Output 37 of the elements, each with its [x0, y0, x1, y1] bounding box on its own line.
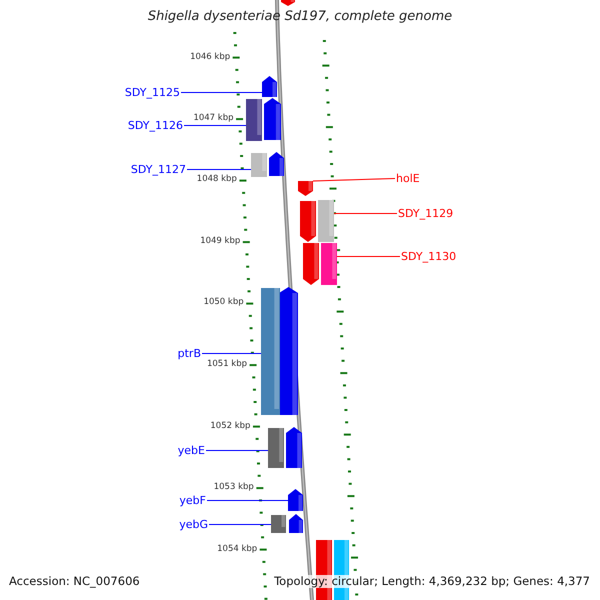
gene-label: SDY_1125 [124, 86, 180, 99]
leader-line [206, 450, 268, 451]
scale-label: 1051 kbp [206, 359, 248, 369]
leader-line [202, 353, 262, 354]
leader-line [312, 178, 396, 182]
gene-label: holE [396, 172, 420, 185]
gene-block [288, 489, 303, 511]
title: Shigella dysenteriae Sd197, complete genome [146, 10, 454, 23]
gene-label: yebG [179, 518, 208, 531]
scale-label: 1053 kbp [214, 482, 254, 492]
scale-label: 1049 kbp [200, 236, 240, 246]
gene-label: SDY_1127 [130, 163, 186, 176]
gene-block [262, 76, 277, 97]
scale-label: 1047 kbp [193, 113, 234, 123]
gene-label: yebF [179, 494, 206, 507]
gene-bar [268, 428, 284, 468]
scale-label: 1046 kbp [190, 52, 230, 62]
leader-line [184, 125, 246, 126]
gene-label: SDY_1130 [401, 250, 456, 263]
leader-line [208, 524, 272, 525]
leader-line [336, 256, 400, 257]
gene-bar [271, 515, 286, 533]
gene-label: SDY_1126 [128, 119, 183, 132]
leader-line [206, 500, 288, 501]
gene-bar [261, 288, 280, 415]
leader-line [180, 92, 262, 93]
genome-info: Accession: NC_007606 [9, 575, 140, 588]
gene-block [298, 181, 313, 196]
gene-label: yebE [178, 444, 205, 457]
gene-label: SDY_1129 [398, 207, 454, 220]
gene-bar [251, 153, 267, 177]
gene-bar [318, 200, 334, 242]
leader-line [334, 213, 398, 214]
gene-label: ptrB [178, 347, 201, 360]
gene-bar [321, 243, 337, 285]
gene-bar [246, 99, 262, 141]
scale-label: 1052 kbp [210, 421, 250, 431]
